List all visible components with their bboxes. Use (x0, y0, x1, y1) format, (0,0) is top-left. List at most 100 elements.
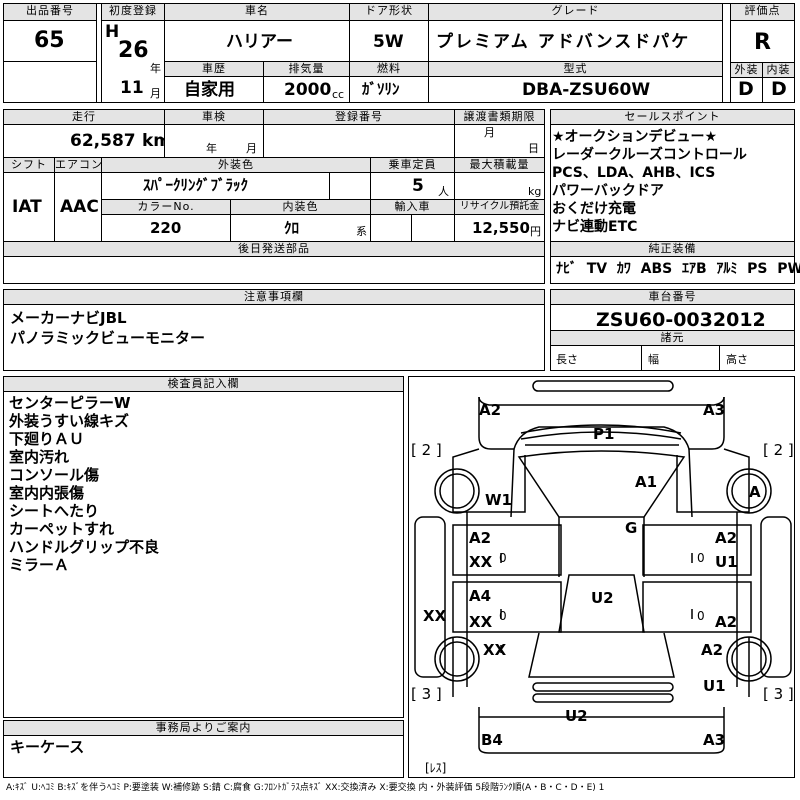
history-label: 車歴 (164, 61, 264, 77)
ext-cell (730, 77, 763, 103)
doc-label: 譲渡書類期限 (454, 109, 545, 125)
equipment: ﾅﾋﾞ TV ｶﾜ ABS ｴｱB ｱﾙﾐ PS PW (556, 261, 800, 277)
door-label: ドア形状 (349, 3, 429, 21)
shift-label: シフト (3, 157, 55, 173)
car-name-label: 車名 (164, 3, 350, 21)
history: 自家用 (184, 80, 235, 100)
color: ｽﾊﾟｰｸﾘﾝｸﾞﾌﾞﾗｯｸ (143, 176, 249, 194)
recycle-unit: 円 (530, 225, 541, 238)
diagram-mark-xx-left-quarter: XX (483, 641, 507, 659)
score: R (754, 30, 771, 55)
score-label: 評価点 (730, 3, 795, 21)
int-score: D (771, 78, 787, 100)
disp-unit: cc (332, 88, 345, 101)
ac-label: エアコン (54, 157, 102, 173)
mileage: 62,587 (70, 131, 136, 151)
reg-year: 26 (118, 38, 149, 63)
colorno: 220 (150, 219, 182, 237)
diagram-mark-w1: W1 (485, 491, 512, 509)
door-type: 5W (373, 32, 404, 52)
dim-height: 高さ (726, 353, 748, 366)
model-cell (428, 76, 723, 103)
notes-label: 注意事項欄 (3, 289, 545, 305)
diagram-mark-u1-right-quarter: U1 (703, 677, 726, 695)
intcolor: ｸﾛ (284, 219, 300, 237)
sales-label: セールスポイント (550, 109, 795, 125)
lot-label: 出品番号 (3, 3, 97, 21)
office-text: キーケース (10, 738, 85, 756)
reg-month-unit: 月 (150, 87, 161, 100)
equip-label: 純正装備 (550, 241, 795, 257)
recycle-label: リサイクル預託金 (454, 199, 545, 215)
diagram-mark-a2-right-quarter: A2 (701, 641, 724, 659)
color-extra (329, 172, 371, 200)
seats-cell (370, 172, 455, 200)
fuel-cell (349, 76, 429, 103)
disp-cell (263, 76, 350, 103)
mileage-cell (3, 124, 165, 158)
diagram-mark-a4-left-rear: A4 (469, 587, 492, 605)
diagram-mark-a3-rear: A3 (703, 731, 726, 749)
load-cell (454, 172, 545, 200)
diagram-mark-0-right-rear: 0 (697, 609, 705, 623)
diagram-mark-0-right-door: 0 (697, 551, 705, 565)
colorno-label: カラーNo. (101, 199, 231, 215)
intcolor-unit: 系 (356, 225, 367, 238)
diagram-mark-a3-front-right: A3 (703, 401, 726, 419)
lot-cell (3, 20, 97, 62)
dim-label: 諸元 (550, 330, 795, 346)
diagram-mark-b4: B4 (481, 731, 503, 749)
office-label: 事務局よりご案内 (3, 720, 404, 736)
insp-year-unit: 年 (206, 142, 217, 155)
inspection-label: 車検 (164, 109, 264, 125)
reg-month: 11 (120, 78, 144, 98)
ext-score: D (738, 78, 754, 100)
seats-label: 乗車定員 (370, 157, 455, 173)
diagram-mark-a2-left-door: A2 (469, 529, 492, 547)
reg-label: 初度登録 (101, 3, 165, 21)
fuel: ｶﾞｿﾘﾝ (362, 80, 400, 98)
dim-length: 長さ (556, 353, 578, 366)
diagram-mark-u2-roof: U2 (591, 589, 614, 607)
diagram-mark-xx-left-side: XX (423, 607, 447, 625)
diagram-mark-0-left-rear: 0 (499, 609, 507, 623)
displacement: 2000 (284, 80, 332, 100)
insp-month-unit: 月 (246, 142, 257, 155)
plate-label: 登録番号 (263, 109, 455, 125)
diagram-mark-g: G (625, 519, 638, 537)
model-label: 型式 (428, 61, 723, 77)
ac-cell (54, 172, 102, 242)
intcolor-label: 内装色 (230, 199, 371, 215)
diagram-mark-res: [ﾚｽ] (425, 761, 447, 775)
dim-width: 幅 (648, 353, 659, 366)
diagram-mark-p1: P1 (593, 425, 615, 443)
int-cell (762, 77, 795, 103)
diagram-mark-a-right: A (749, 483, 761, 501)
load-unit: kg (528, 185, 542, 198)
reg-year-unit: 年 (150, 62, 161, 75)
ac: AAC (60, 197, 99, 217)
inspector-label: 検査員記入欄 (3, 376, 404, 392)
chassis-label: 車台番号 (550, 289, 795, 305)
reg-cell (101, 20, 165, 103)
diagram-mark-u2-rear: U2 (565, 707, 588, 725)
later-label: 後日発送部品 (3, 241, 545, 257)
reg-era: H (105, 22, 120, 42)
import-cell-2 (411, 214, 455, 242)
diagram-mark-a2-front-left: A2 (479, 401, 502, 419)
diagram-mark-2-left: [ 2 ] (411, 441, 442, 459)
load-label: 最大積載量 (454, 157, 545, 173)
diagram-mark-0-left-door: 0 (499, 551, 507, 565)
chassis-number: ZSU60-0032012 (596, 309, 766, 331)
seats: 5 (412, 176, 424, 196)
notes-text: メーカーナビJBL パノラミックビューモニター (10, 309, 206, 347)
mileage-unit: km (142, 131, 172, 151)
diagram-mark-xx-left-door: XX (469, 553, 493, 571)
seats-unit: 人 (438, 185, 449, 198)
model: DBA-ZSU60W (522, 80, 651, 100)
grade-label: グレード (428, 3, 723, 21)
inspector-section (3, 376, 404, 718)
diagram-mark-xx-left-rear: XX (469, 613, 493, 631)
intcolor-cell (230, 214, 371, 242)
sales-points: ★オークションデビュー★ レーダークルーズコントロール PCS、LDA、AHB、… (552, 129, 747, 235)
